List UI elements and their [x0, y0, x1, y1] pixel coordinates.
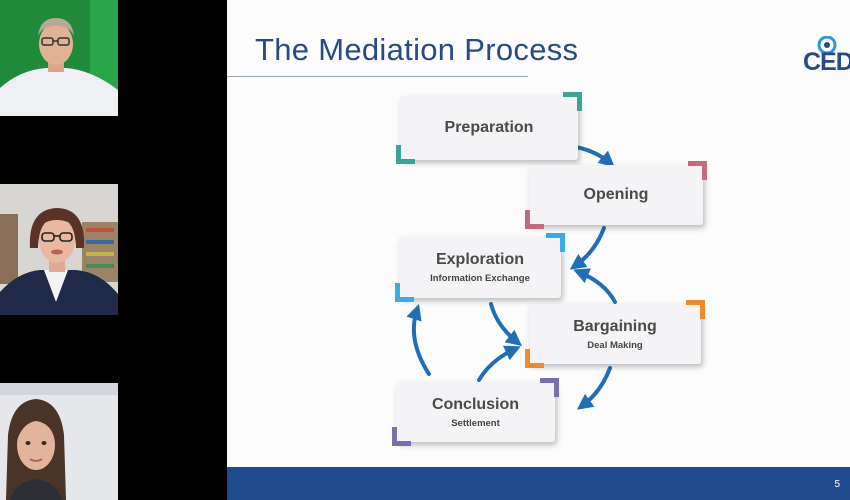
shared-slide: The Mediation Process CED Preparation — [227, 0, 850, 500]
step-corner-accent — [563, 92, 582, 111]
slide-page-number: 5 — [834, 479, 840, 490]
participant-3-avatar — [0, 383, 118, 500]
participant-video-3[interactable] — [0, 383, 118, 500]
step-corner-accent — [395, 283, 414, 302]
step-title: Opening — [583, 186, 649, 203]
participant-2-avatar — [0, 184, 118, 315]
slide-title: The Mediation Process — [255, 32, 579, 67]
step-subtitle: Settlement — [451, 417, 500, 429]
step-title: Preparation — [444, 119, 534, 136]
step-corner-accent — [546, 233, 565, 252]
step-corner-accent — [688, 161, 707, 180]
arrow-conclusion-to-exploration — [406, 303, 431, 376]
step-bargaining: Bargaining Deal Making — [525, 300, 705, 368]
participant-video-1[interactable] — [0, 0, 118, 116]
arrow-conclusion-to-bargaining — [477, 345, 521, 382]
step-preparation: Preparation — [396, 92, 582, 164]
step-corner-accent — [392, 427, 411, 446]
step-title: Conclusion — [431, 395, 520, 413]
step-corner-accent — [686, 300, 705, 319]
participant-video-2[interactable] — [0, 184, 118, 315]
slide-footer: 5 — [227, 467, 850, 500]
logo-text: CED — [803, 48, 850, 76]
logo-eye-icon — [817, 36, 837, 55]
arrow-bargaining-to-exploration — [573, 268, 617, 304]
step-conclusion: Conclusion Settlement — [392, 378, 559, 446]
step-title: Bargaining — [573, 317, 657, 335]
step-corner-accent — [525, 349, 544, 368]
arrow-exploration-to-bargaining — [489, 302, 522, 346]
ced-logo: CED — [799, 36, 850, 76]
step-corner-accent — [396, 145, 415, 164]
step-corner-accent — [540, 378, 559, 397]
arrow-opening-to-exploration — [569, 226, 606, 270]
step-opening: Opening — [525, 161, 707, 229]
step-subtitle: Deal Making — [587, 339, 643, 351]
participant-1-avatar — [0, 0, 118, 116]
step-exploration: Exploration Information Exchange — [395, 233, 565, 302]
process-arrows — [406, 144, 617, 410]
title-divider — [227, 76, 528, 77]
arrow-bargaining-to-conclusion — [576, 366, 612, 410]
step-corner-accent — [525, 210, 544, 229]
step-subtitle: Information Exchange — [430, 273, 530, 284]
step-title: Exploration — [435, 251, 524, 268]
